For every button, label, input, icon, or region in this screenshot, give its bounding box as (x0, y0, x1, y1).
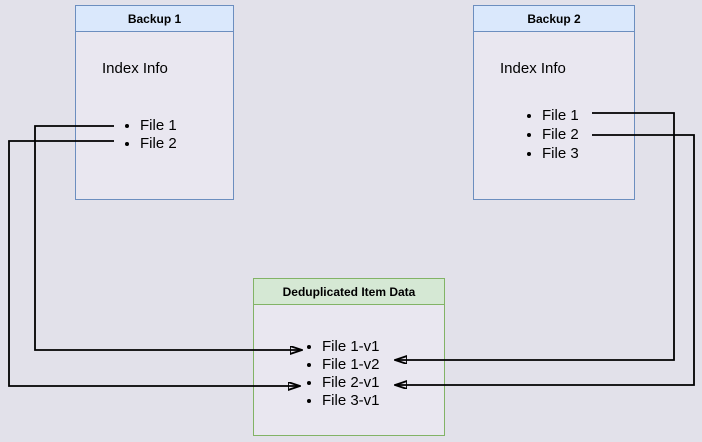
backup2-box: Index Info Backup 2 File 1 File 2 File 3 (473, 5, 635, 200)
backup1-index-info-label: Index Info (102, 60, 168, 77)
list-item: File 1-v2 (322, 356, 380, 374)
backup2-title: Backup 2 (527, 11, 581, 26)
list-item: File 3-v1 (322, 392, 380, 410)
list-item: File 2-v1 (322, 374, 380, 392)
list-item: File 1 (542, 106, 579, 125)
backup2-index-info-label: Index Info (500, 60, 566, 77)
backup2-header: Backup 2 (474, 6, 634, 32)
list-item: File 1 (140, 117, 177, 135)
dedup-item-list: File 1-v1 File 1-v2 File 2-v1 File 3-v1 (308, 338, 380, 410)
dedup-title: Deduplicated Item Data (282, 284, 416, 299)
backup1-box: Backup 1 Index Info File 1 File 2 (75, 5, 234, 200)
list-item: File 3 (542, 144, 579, 163)
list-item: File 2 (542, 125, 579, 144)
dedup-header: Deduplicated Item Data (254, 279, 444, 305)
backup2-file-list: File 1 File 2 File 3 (528, 106, 579, 163)
backup1-header: Backup 1 (76, 6, 233, 32)
list-item: File 1-v1 (322, 338, 380, 356)
backup1-file-list: File 1 File 2 (126, 117, 177, 153)
list-item: File 2 (140, 135, 177, 153)
backup1-title: Backup 1 (127, 11, 182, 26)
dedup-box: Deduplicated Item Data File 1-v1 File 1-… (253, 278, 445, 436)
